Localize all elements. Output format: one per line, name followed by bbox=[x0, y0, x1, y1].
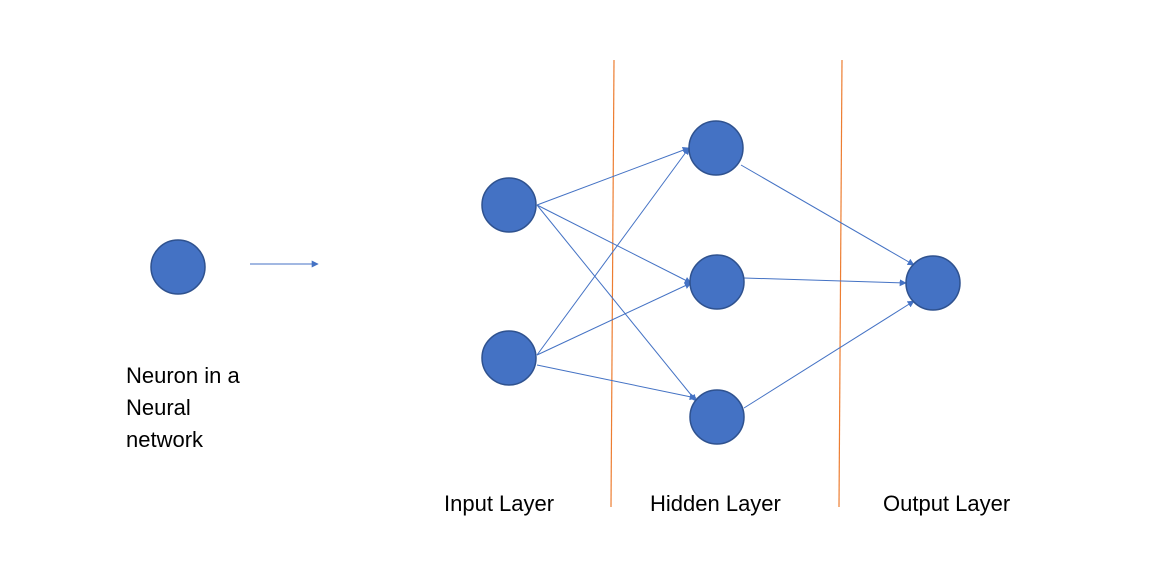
connection-i1-h2 bbox=[536, 204, 692, 284]
hidden-node-3 bbox=[689, 389, 745, 445]
hidden-node-2 bbox=[689, 254, 745, 310]
output-node bbox=[905, 255, 961, 311]
divider-input-hidden bbox=[610, 59, 615, 508]
single-neuron-node bbox=[150, 239, 206, 295]
neuron-caption-line-3: network bbox=[126, 427, 204, 452]
neuron-caption: Neuron in a Neural network bbox=[126, 360, 240, 456]
connection-h2-o bbox=[743, 277, 907, 287]
input-node-1 bbox=[481, 177, 537, 233]
hidden-layer-label: Hidden Layer bbox=[650, 491, 781, 516]
divider-hidden-output bbox=[838, 59, 843, 508]
hidden-node-1 bbox=[688, 120, 744, 176]
connection-i1-h1 bbox=[536, 146, 690, 206]
output-layer-label: Output Layer bbox=[883, 491, 1011, 516]
neuron-caption-line-1: Neuron in a bbox=[126, 363, 240, 388]
connection-i2-h2 bbox=[536, 282, 692, 356]
connection-h3-o bbox=[743, 300, 915, 409]
input-layer-label: Input Layer bbox=[444, 491, 555, 516]
neuron-caption-line-2: Neural bbox=[126, 395, 191, 420]
connection-i1-h3 bbox=[536, 204, 697, 402]
input-node-2 bbox=[481, 330, 537, 386]
connection-h1-o bbox=[740, 164, 915, 266]
connection-i2-h3 bbox=[536, 364, 697, 401]
connection-i2-h1 bbox=[536, 147, 690, 356]
